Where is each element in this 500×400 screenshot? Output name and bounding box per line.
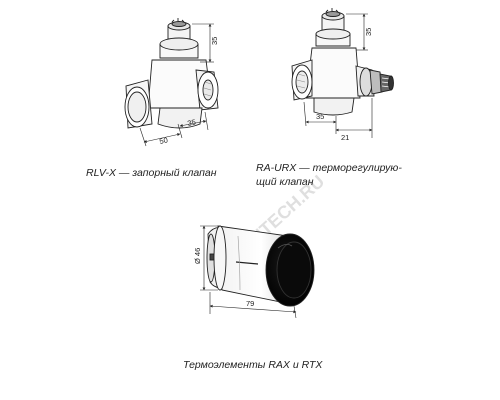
element-length-dim: 79 xyxy=(246,299,254,308)
raurx-valve-drawing xyxy=(291,8,394,116)
caption-raurx-line1: RA-URX — терморегулирую- xyxy=(256,162,402,174)
caption-elements: Термоэлементы RAX и RTX xyxy=(183,359,323,371)
raurx-bottom-right-dim: 21 xyxy=(341,133,349,142)
element-diameter-dim: Ø 46 xyxy=(193,248,202,264)
raurx-height-dim: 35 xyxy=(364,28,373,36)
caption-rlvx: RLV-X — запорный клапан xyxy=(86,167,217,179)
thermostatic-element-drawing xyxy=(206,225,315,307)
rlvx-width-right-dim: 35 xyxy=(187,117,197,128)
caption-raurx-line2: щий клапан xyxy=(256,176,314,188)
raurx-dimension-lines xyxy=(303,13,373,138)
element-dimension-lines xyxy=(200,225,297,319)
rlvx-valve-drawing xyxy=(124,18,219,129)
rlvx-dimension-lines xyxy=(139,23,214,147)
rlvx-width-left-dim: 50 xyxy=(159,135,169,146)
raurx-bottom-left-dim: 35 xyxy=(316,112,324,121)
rlvx-height-dim: 35 xyxy=(210,37,219,45)
